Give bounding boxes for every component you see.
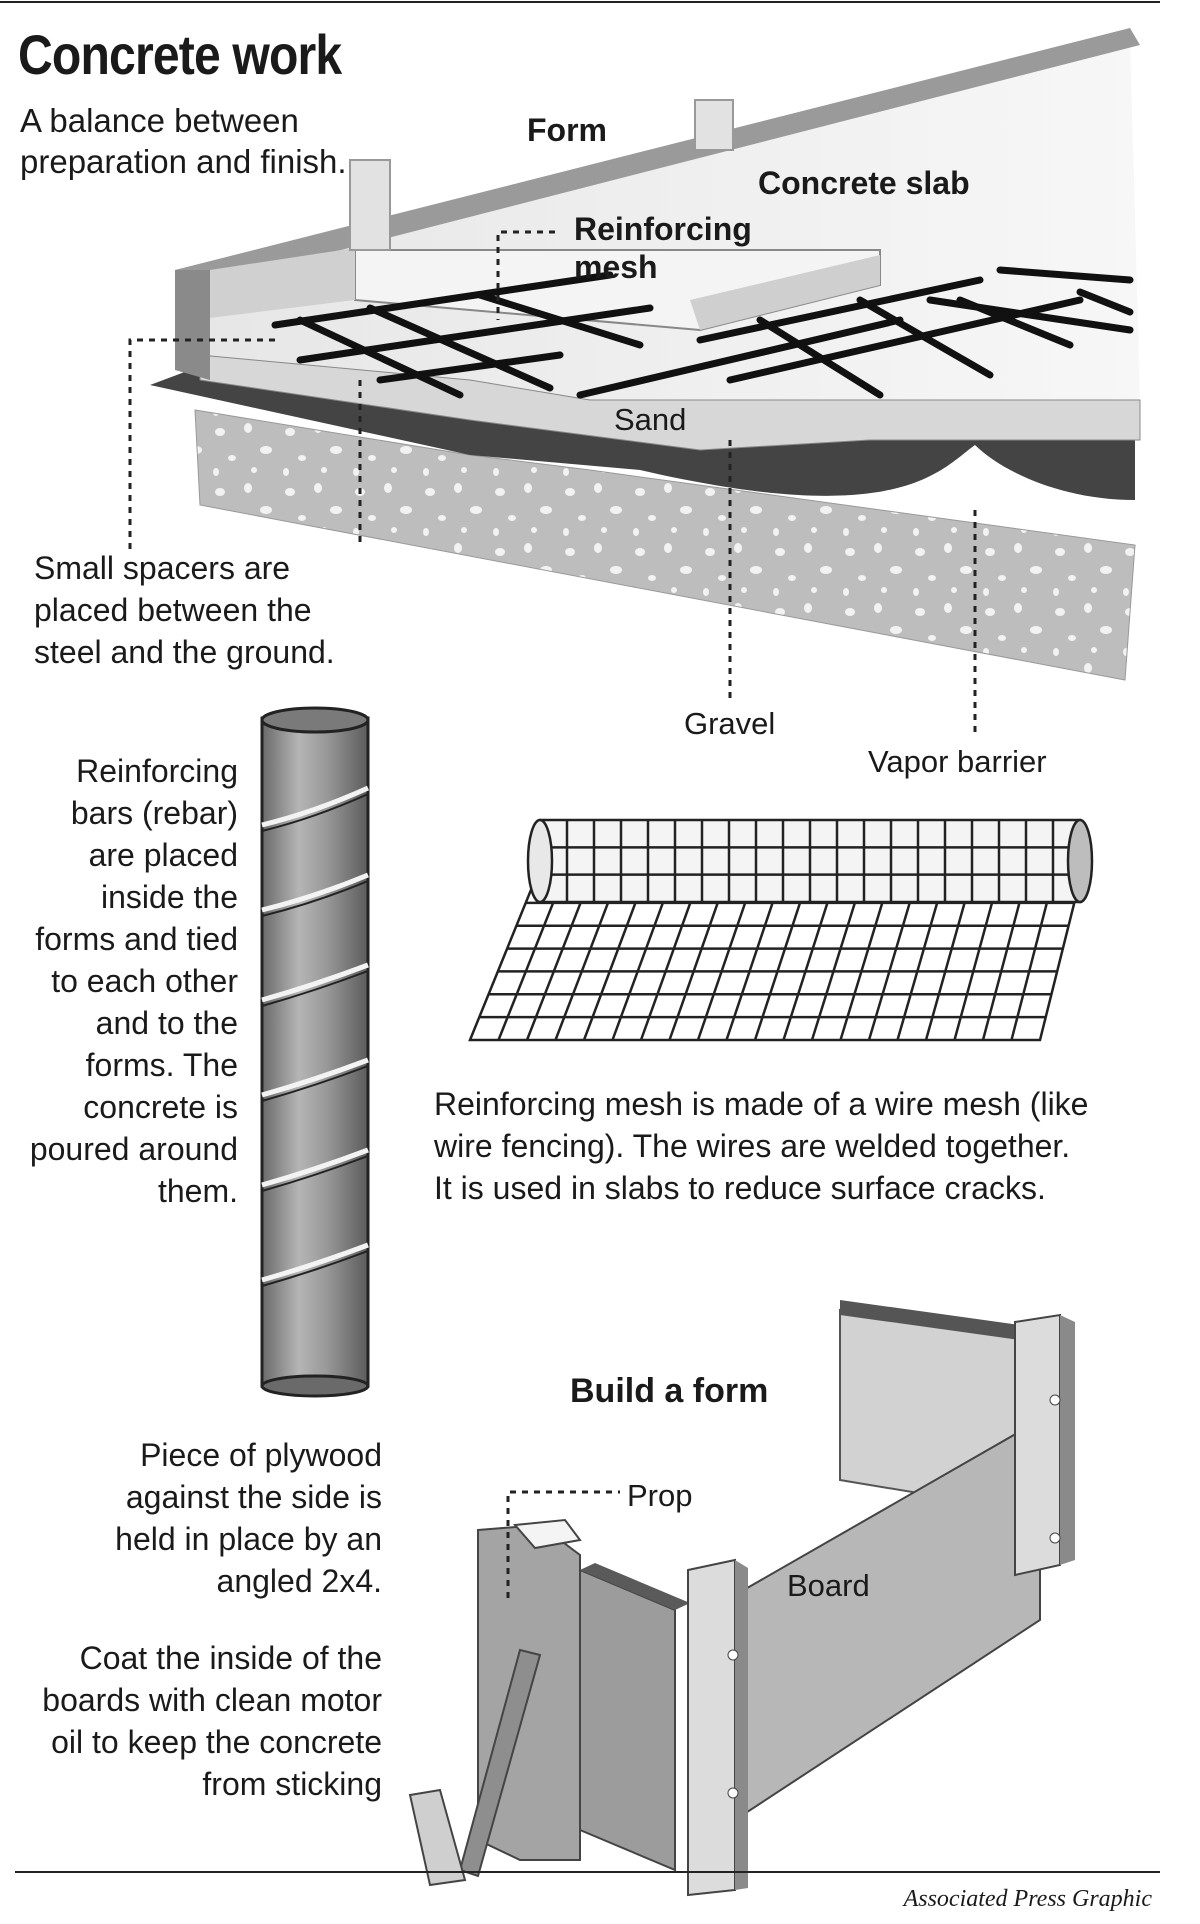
leader-lines	[128, 230, 977, 738]
mesh-wire	[696, 879, 755, 1041]
spacers-note: Small spacers are placed between the ste…	[34, 550, 335, 670]
form-build-illustration	[408, 1300, 1075, 1897]
mesh-wire	[1010, 879, 1054, 1041]
label-prop: Prop	[627, 1478, 693, 1513]
label-gravel: Gravel	[684, 706, 776, 741]
mesh-wire	[839, 879, 891, 1041]
label-sand: Sand	[614, 402, 687, 437]
reinforcing-mesh-bars	[271, 266, 1134, 399]
mesh-wire	[582, 879, 646, 1041]
mesh-wire	[525, 879, 591, 1041]
build-form-heading: Build a form	[570, 1372, 769, 1410]
label-board: Board	[787, 1568, 870, 1603]
sand-layer	[199, 354, 1141, 451]
oil-note: Coat the inside of the boards with clean…	[42, 1640, 382, 1802]
rebar-rod	[260, 706, 370, 1398]
label-reinforcing-mesh: Reinforcing mesh	[574, 211, 752, 285]
label-form: Form	[527, 112, 607, 148]
subtitle: A balance between preparation and finish…	[20, 102, 347, 180]
label-vapor-barrier: Vapor barrier	[868, 744, 1047, 779]
label-concrete-slab: Concrete slab	[758, 165, 970, 201]
mesh-wire	[782, 879, 836, 1041]
mesh-wire	[753, 879, 809, 1041]
mesh-wire	[725, 879, 782, 1041]
mesh-wire	[497, 879, 564, 1041]
slab-cross-section	[128, 28, 1141, 738]
mesh-wire	[953, 879, 1000, 1041]
mesh-wire	[867, 879, 918, 1041]
mesh-wire	[981, 879, 1027, 1041]
mesh-roll	[468, 818, 1094, 1042]
mesh-wire	[611, 879, 673, 1041]
mesh-wire	[668, 879, 727, 1041]
mesh-wire	[896, 879, 945, 1041]
mesh-wire	[924, 879, 973, 1041]
credit: Associated Press Graphic	[903, 1886, 1152, 1912]
rebar-note: Reinforcing bars (rebar) are placed insi…	[29, 753, 238, 1209]
form-board	[175, 28, 1140, 380]
mesh-note: Reinforcing mesh is made of a wire mesh …	[434, 1086, 1089, 1206]
concrete-slab-surface	[175, 35, 1140, 400]
plywood-note: Piece of plywood against the side is hel…	[115, 1437, 382, 1599]
mesh-wire	[810, 879, 864, 1041]
mesh-wire	[554, 879, 618, 1041]
mesh-wire	[639, 879, 700, 1041]
page-title: Concrete work	[18, 23, 342, 86]
